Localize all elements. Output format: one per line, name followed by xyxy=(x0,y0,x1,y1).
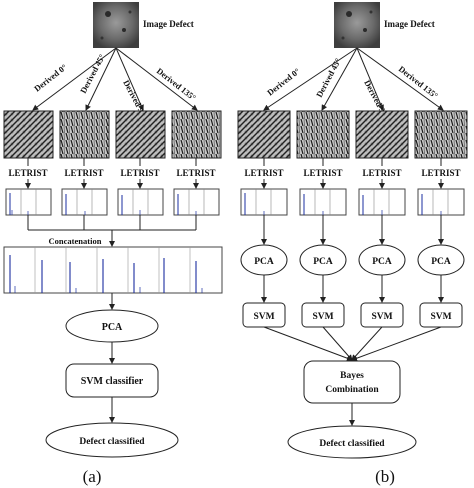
result-node-b xyxy=(287,425,417,459)
concatenated-histogram xyxy=(3,246,223,294)
histogram xyxy=(240,188,288,216)
arrow xyxy=(115,47,198,111)
arrow xyxy=(356,47,384,111)
derived-label-b-1: Derived 45° xyxy=(314,56,343,99)
arrow xyxy=(263,326,353,362)
letrist-label: LETRIST xyxy=(64,168,103,178)
derived-label-b-3: Derived 135° xyxy=(397,64,440,101)
histogram xyxy=(117,188,164,216)
caption-a: (a) xyxy=(83,467,102,486)
derived-label-b-0: Derived 0° xyxy=(265,66,302,98)
texture-image xyxy=(355,110,409,159)
texture-image xyxy=(115,110,166,159)
pca-label: PCA xyxy=(254,257,274,267)
letrist-label: LETRIST xyxy=(8,168,47,178)
svm-classifier-label: SVM classifier xyxy=(81,376,144,387)
concatenation-label: Concatenation xyxy=(49,236,102,246)
bayes-label-line1: Bayes xyxy=(340,371,364,381)
image-defect-label-a: Image Defect xyxy=(143,19,194,29)
result-label-b: Defect classified xyxy=(319,439,385,449)
letrist-label: LETRIST xyxy=(120,168,159,178)
arrow xyxy=(356,47,444,111)
panel-b: Image Defect Derived 0° Derived 45° Deri… xyxy=(237,2,468,486)
histogram xyxy=(173,188,220,216)
texture-image xyxy=(296,110,350,159)
arrow xyxy=(85,47,117,111)
svm-label: SVM xyxy=(371,312,392,322)
pca-label: PCA xyxy=(431,257,451,267)
arrow xyxy=(351,326,383,361)
arrow xyxy=(351,326,442,362)
histogram xyxy=(299,188,347,216)
texture-image xyxy=(237,110,291,159)
arrow xyxy=(32,47,117,111)
defect-image-a xyxy=(93,2,139,48)
arrow xyxy=(322,326,353,361)
pca-label: PCA xyxy=(313,257,333,267)
bayes-label-line2: Combination xyxy=(325,385,379,395)
histogram xyxy=(417,188,465,216)
histogram xyxy=(5,188,52,216)
pca-label: PCA xyxy=(372,257,392,267)
defect-image-b xyxy=(334,2,380,48)
letrist-label: LETRIST xyxy=(176,168,215,178)
caption-b: (b) xyxy=(375,467,395,486)
svm-label: SVM xyxy=(430,312,451,322)
result-label-a: Defect classified xyxy=(79,437,145,447)
svm-label: SVM xyxy=(312,312,333,322)
bayes-combination-node xyxy=(303,360,401,404)
derived-label-a-0: Derived 0° xyxy=(32,62,69,94)
arrow xyxy=(115,47,144,111)
letrist-label: LETRIST xyxy=(244,168,283,178)
texture-image xyxy=(59,110,110,159)
letrist-label: LETRIST xyxy=(303,168,342,178)
derived-label-a-3: Derived 135° xyxy=(155,66,198,103)
histogram xyxy=(61,188,108,216)
svm-label: SVM xyxy=(253,312,274,322)
texture-image xyxy=(3,110,54,159)
texture-image xyxy=(414,110,468,159)
histogram xyxy=(358,188,406,216)
arrow xyxy=(263,47,358,111)
arrow xyxy=(321,47,358,111)
panel-a: Image Defect Derived 0° Derived 45° Deri… xyxy=(3,2,223,486)
result-node-a xyxy=(45,422,179,458)
texture-image xyxy=(171,110,222,159)
letrist-label: LETRIST xyxy=(421,168,460,178)
pca-label-a: PCA xyxy=(102,322,123,333)
image-defect-label-b: Image Defect xyxy=(384,19,435,29)
letrist-label: LETRIST xyxy=(362,168,401,178)
